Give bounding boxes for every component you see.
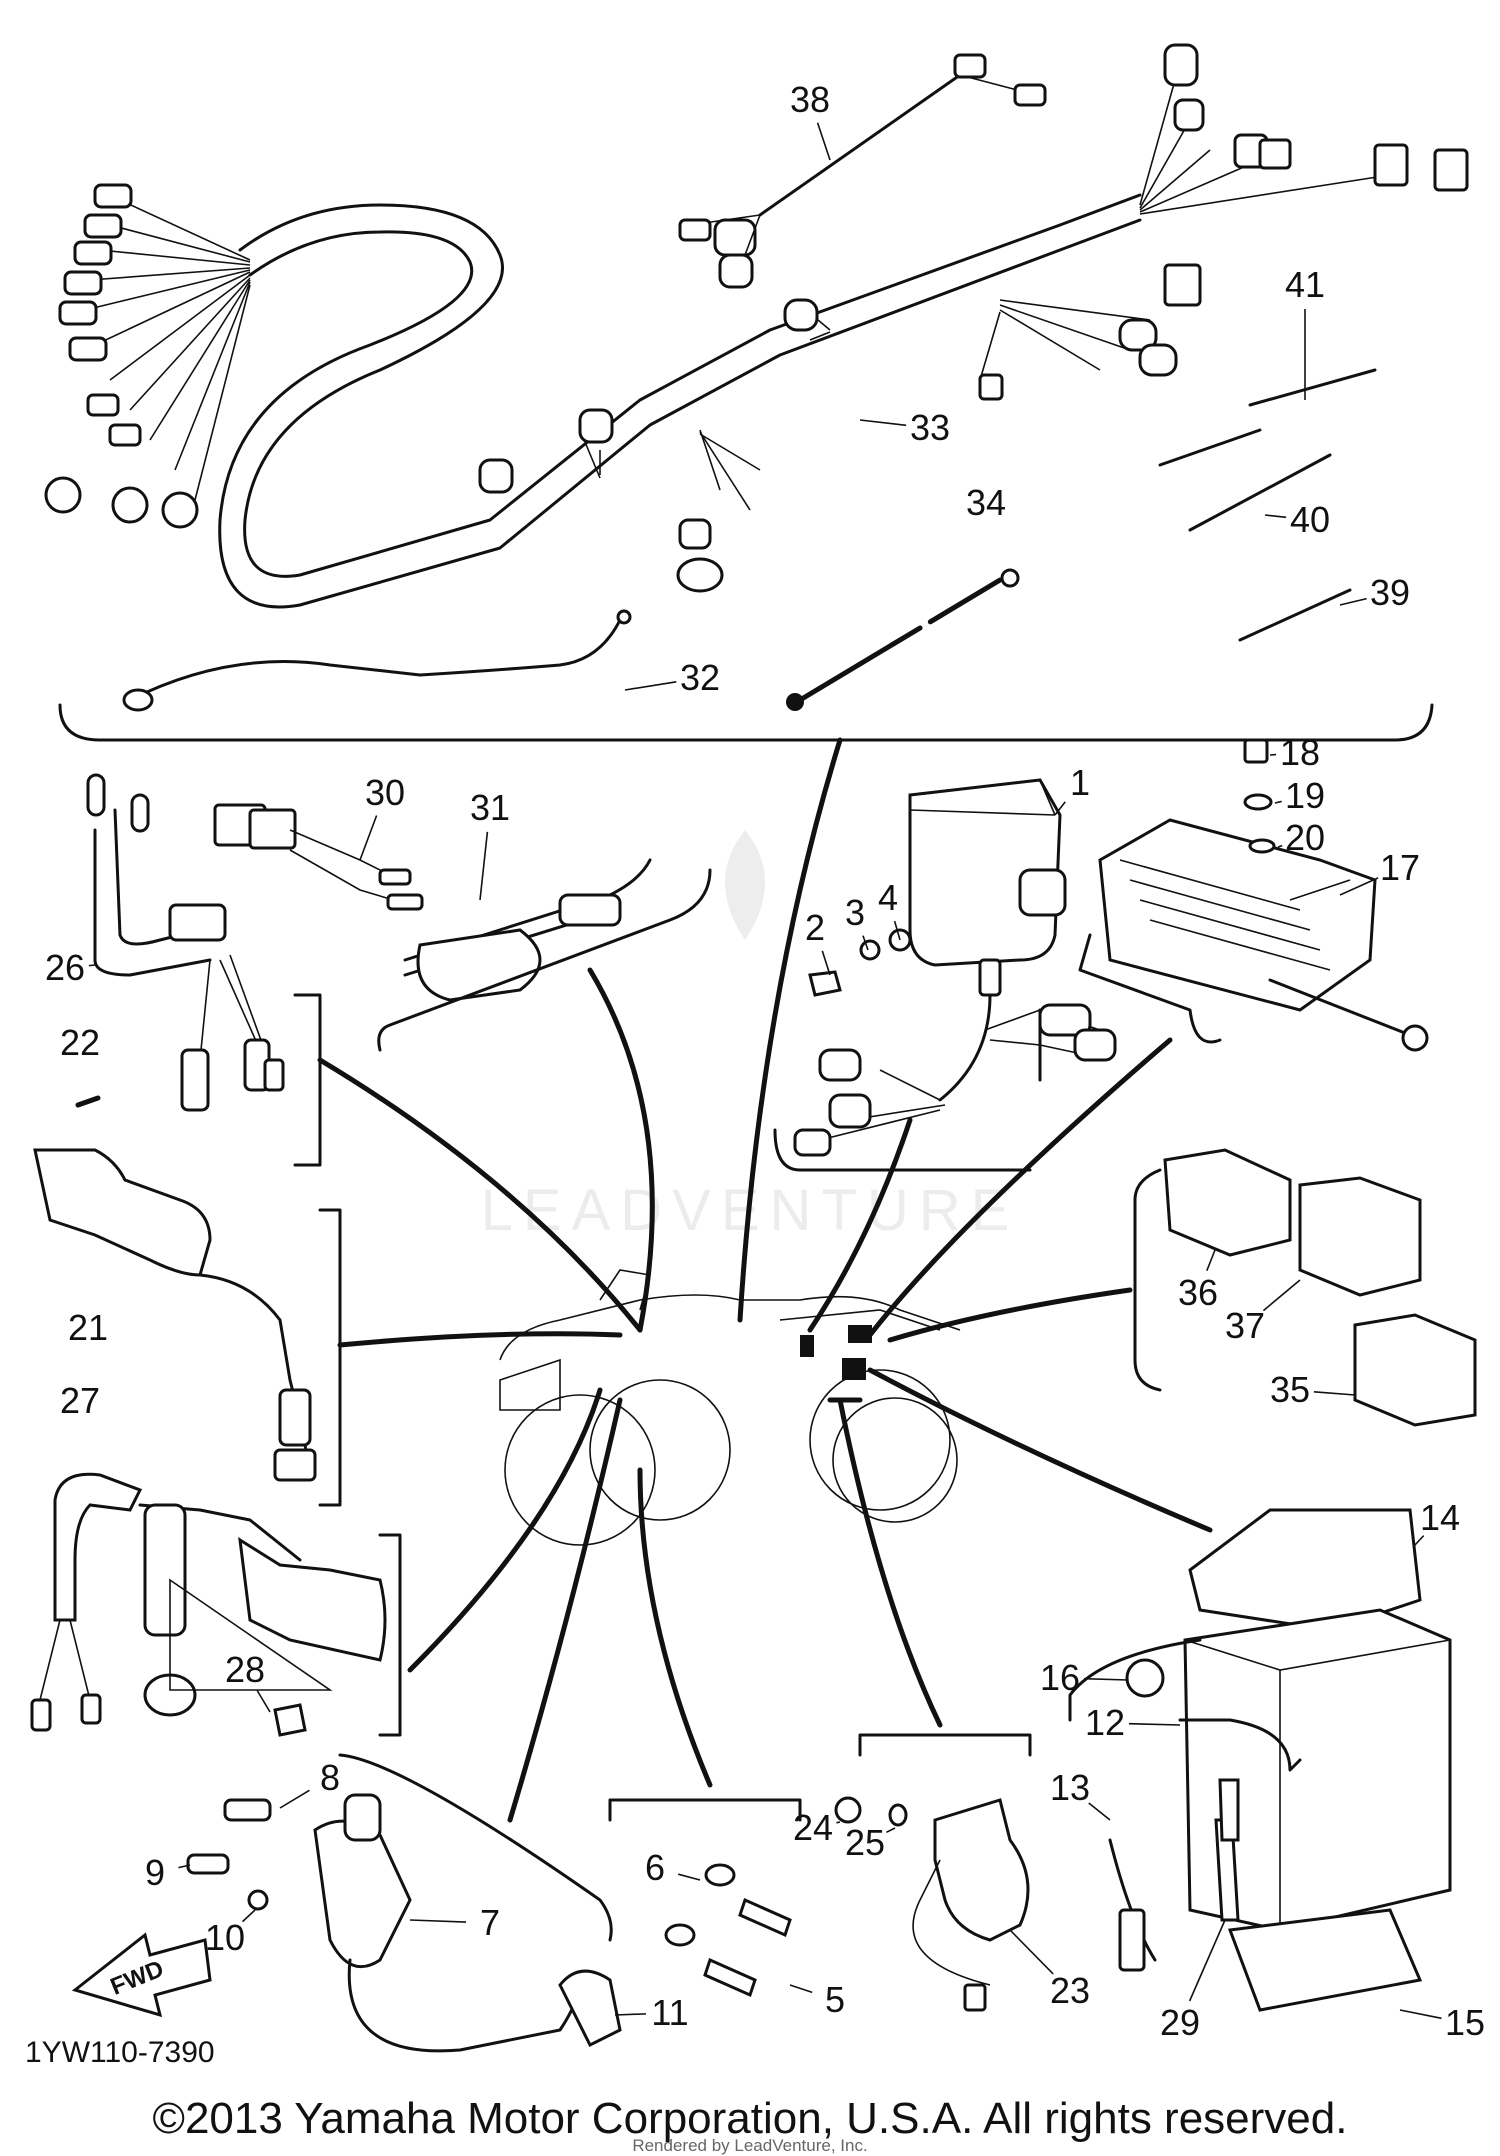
leader-line-5 — [790, 1985, 812, 1992]
leader-line-39 — [1340, 599, 1367, 605]
leader-line-33 — [860, 420, 906, 425]
part-label-18: 18 — [1280, 732, 1320, 773]
rectifier-group — [1080, 740, 1427, 1050]
part-label-38: 38 — [790, 79, 830, 120]
part-label-27: 27 — [60, 1380, 100, 1421]
part-label-1: 1 — [1070, 762, 1090, 803]
part-label-39: 39 — [1370, 572, 1410, 613]
part-label-40: 40 — [1290, 499, 1330, 540]
leader-line-11 — [615, 2014, 646, 2015]
part-label-12: 12 — [1085, 1702, 1125, 1743]
leader-line-7 — [410, 1920, 466, 1922]
part-label-10: 10 — [205, 1917, 245, 1958]
main-wire-harness — [46, 45, 1467, 740]
part-label-11: 11 — [651, 1992, 688, 2033]
cdi-unit-group — [775, 780, 1115, 1170]
part-label-6: 6 — [645, 1847, 665, 1888]
ignition-coil-group: FWD — [75, 1755, 620, 2051]
part-label-7: 7 — [480, 1902, 500, 1943]
leader-line-10 — [243, 1910, 255, 1922]
leader-line-24 — [836, 1822, 840, 1823]
part-label-36: 36 — [1178, 1272, 1218, 1313]
part-label-34: 34 — [966, 482, 1006, 523]
battery-group — [1070, 1510, 1450, 2010]
part-label-22: 22 — [60, 1022, 100, 1063]
part-label-13: 13 — [1050, 1767, 1090, 1808]
leader-line-30 — [360, 815, 377, 860]
leader-line-31 — [480, 832, 487, 900]
part-label-5: 5 — [825, 1979, 845, 2020]
part-label-20: 20 — [1285, 817, 1325, 858]
leader-line-16 — [1084, 1679, 1128, 1680]
starter-relay-group — [836, 1735, 1030, 2010]
part-label-23: 23 — [1050, 1970, 1090, 2011]
part-label-25: 25 — [845, 1822, 885, 1863]
part-label-26: 26 — [45, 947, 85, 988]
starter-cable-group — [215, 805, 710, 1050]
leader-line-23 — [1010, 1930, 1053, 1974]
part-label-33: 33 — [910, 407, 950, 448]
part-label-17: 17 — [1380, 847, 1420, 888]
part-label-41: 41 — [1285, 264, 1325, 305]
part-label-32: 32 — [680, 657, 720, 698]
leader-line-15 — [1400, 2010, 1441, 2018]
part-label-35: 35 — [1270, 1369, 1310, 1410]
part-label-37: 37 — [1225, 1305, 1265, 1346]
part-label-16: 16 — [1040, 1657, 1080, 1698]
part-label-3: 3 — [845, 892, 865, 933]
bolt-group — [610, 1800, 800, 1995]
leader-line-20 — [1278, 846, 1282, 847]
leader-line-40 — [1265, 515, 1286, 517]
leader-line-13 — [1089, 1803, 1110, 1820]
leader-line-12 — [1129, 1724, 1180, 1725]
leader-line-36 — [1207, 1250, 1215, 1271]
leader-line-25 — [886, 1828, 895, 1832]
left-components — [32, 775, 400, 1735]
leader-line-29 — [1190, 1920, 1225, 2001]
part-label-9: 9 — [145, 1852, 165, 1893]
part-label-28: 28 — [225, 1649, 265, 1690]
leader-line-38 — [818, 123, 830, 160]
part-label-4: 4 — [878, 877, 898, 918]
leader-line-28 — [257, 1691, 270, 1712]
leader-line-19 — [1275, 801, 1282, 803]
leader-line-32 — [625, 682, 676, 690]
part-label-14: 14 — [1420, 1497, 1460, 1538]
rendered-by-notice: Rendered by LeadVenture, Inc. — [0, 2136, 1500, 2156]
drawing-code: 1YW110-7390 — [25, 2036, 215, 2069]
part-label-8: 8 — [320, 1757, 340, 1798]
leader-line-35 — [1314, 1392, 1355, 1395]
part-label-19: 19 — [1285, 775, 1325, 816]
leader-line-26 — [89, 965, 95, 966]
leader-line-6 — [678, 1874, 700, 1880]
leader-line-8 — [280, 1790, 309, 1808]
part-label-2: 2 — [805, 907, 825, 948]
part-label-21: 21 — [68, 1307, 108, 1348]
part-label-31: 31 — [470, 787, 510, 828]
part-label-24: 24 — [793, 1807, 833, 1848]
leader-line-37 — [1263, 1280, 1300, 1311]
leader-line-2 — [822, 951, 830, 975]
part-label-29: 29 — [1160, 2002, 1200, 2043]
part-label-30: 30 — [365, 772, 405, 813]
part-label-15: 15 — [1445, 2002, 1485, 2043]
